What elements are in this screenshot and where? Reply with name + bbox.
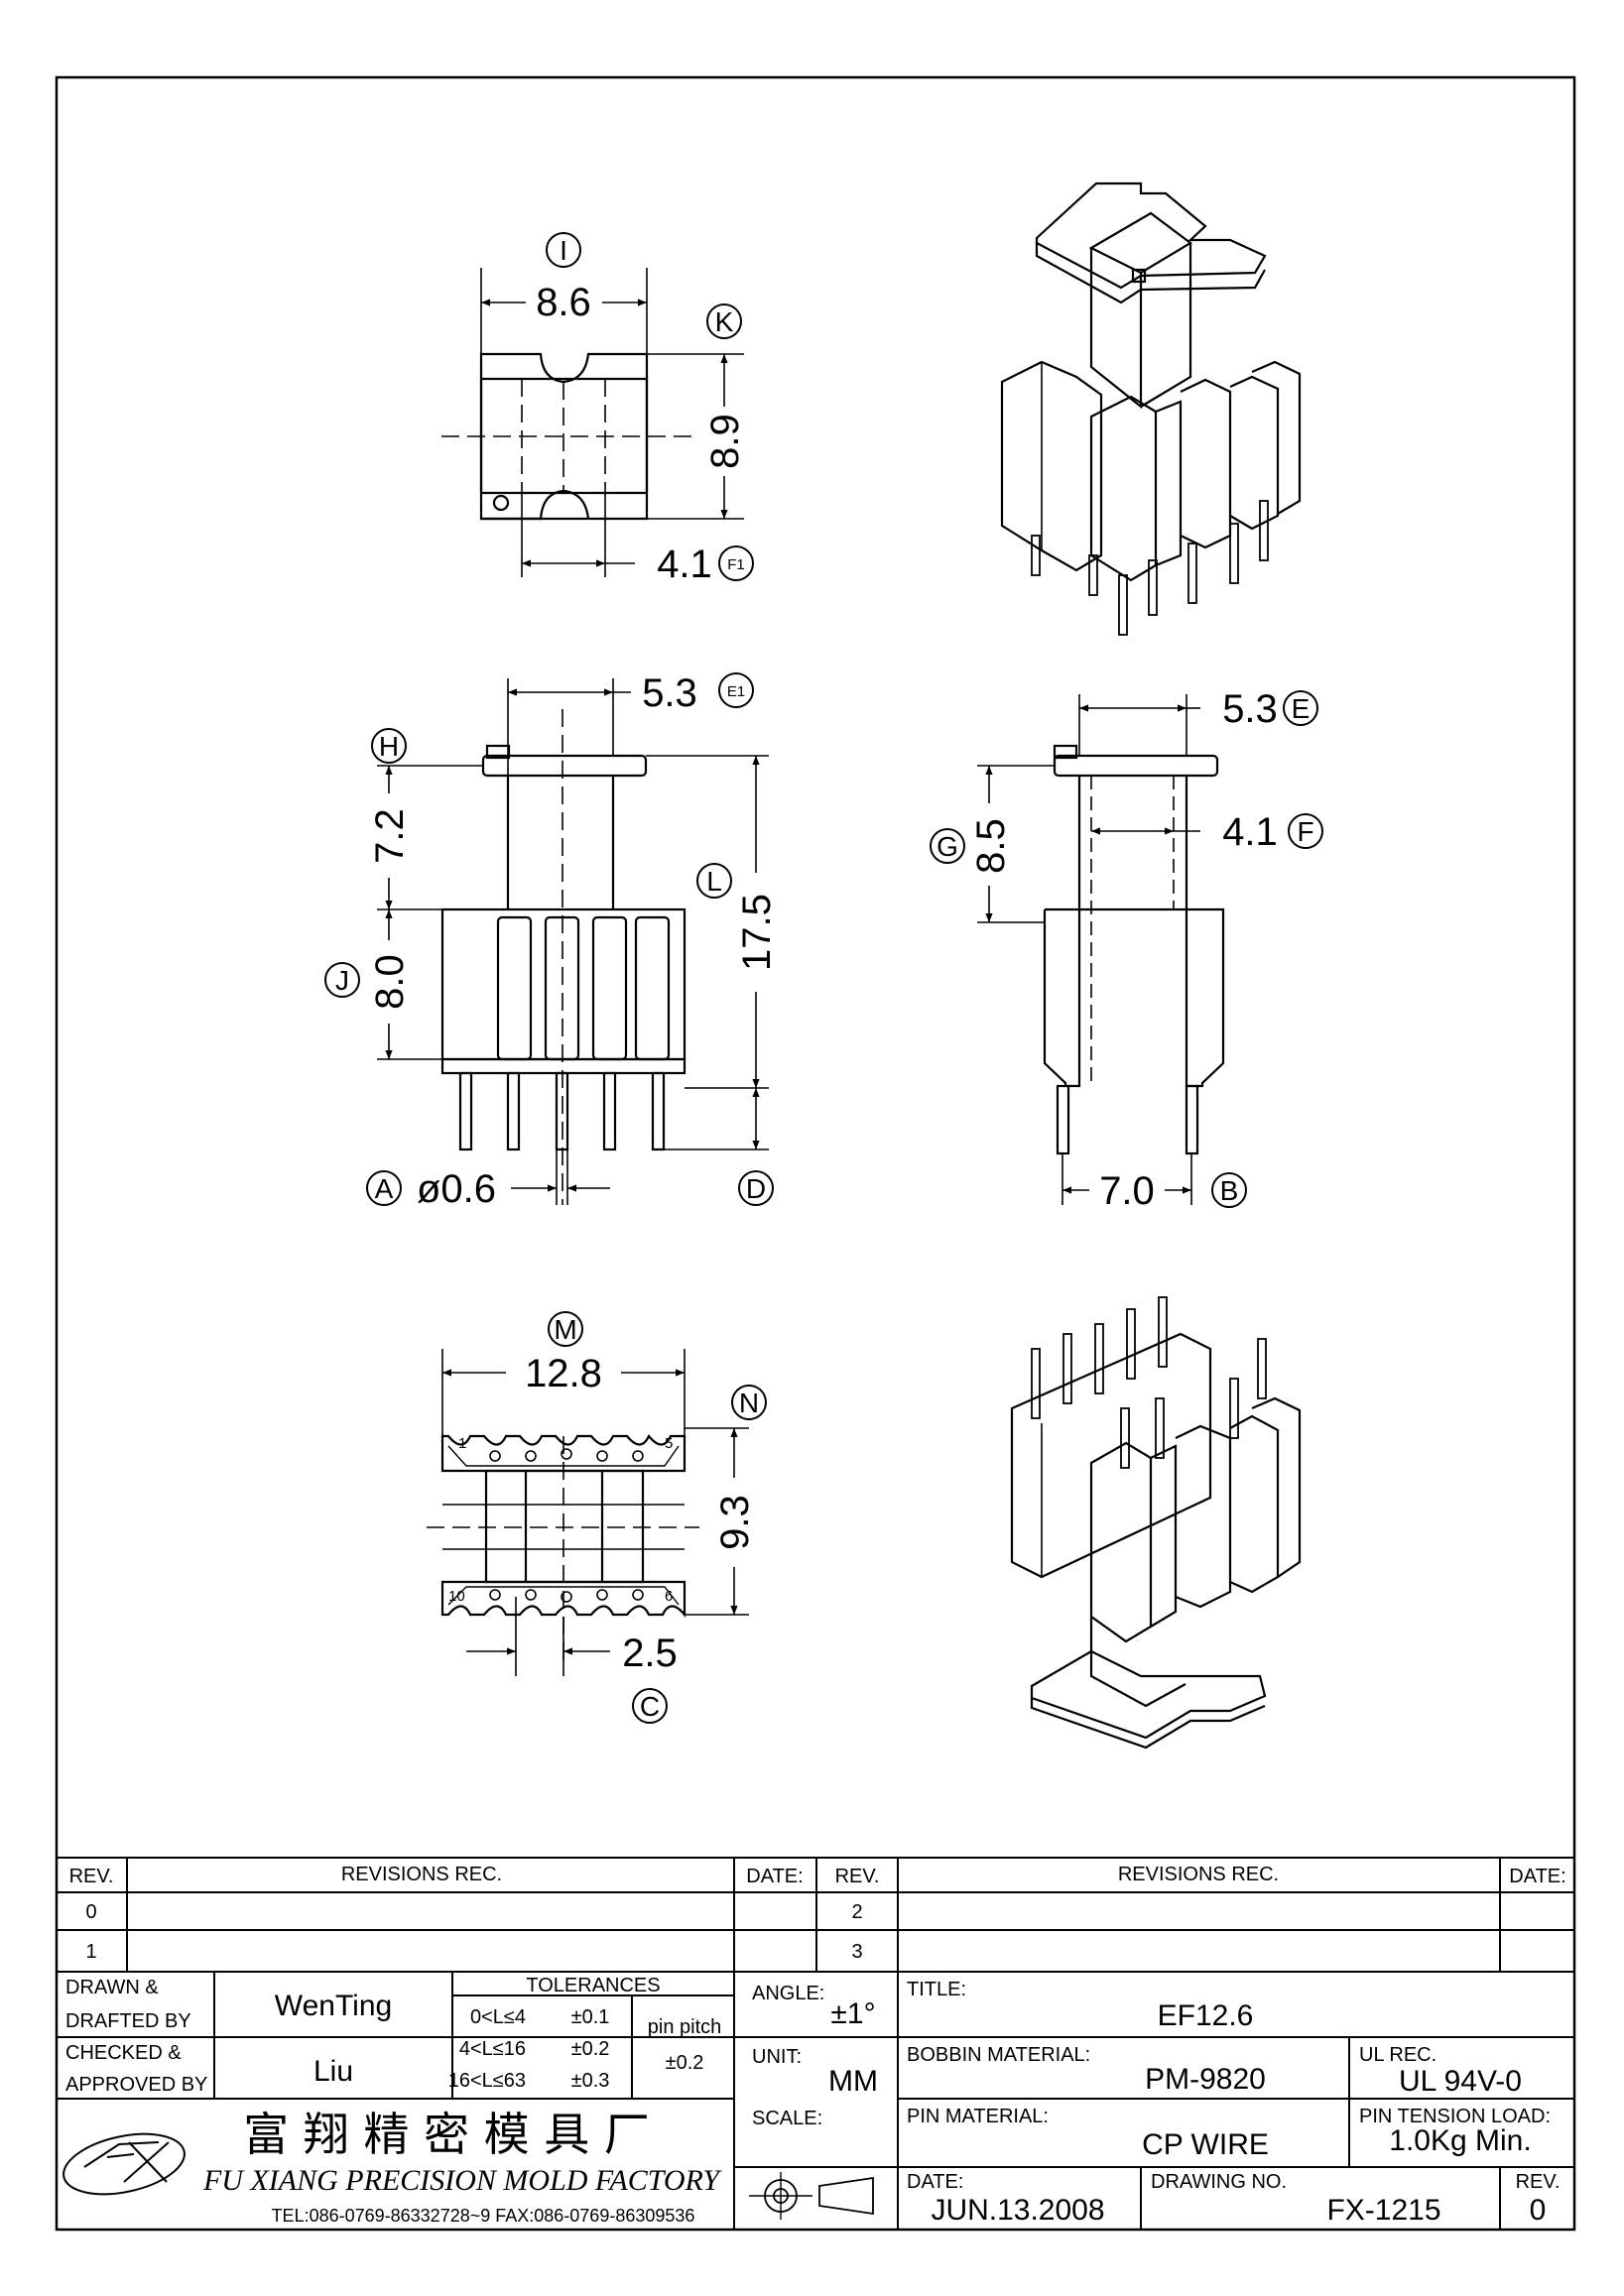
tol-value-2: ±0.3 bbox=[571, 2070, 610, 2092]
bottom-view bbox=[427, 1311, 767, 1724]
drawn-label-2: DRAFTED BY bbox=[65, 2010, 191, 2032]
drawn-value: WenTing bbox=[275, 1990, 392, 2022]
pin-pitch-value: ±0.2 bbox=[666, 2052, 704, 2074]
angle-label: ANGLE: bbox=[752, 1983, 824, 2004]
fx-logo bbox=[62, 2132, 186, 2196]
dim-value-N: 9.3 bbox=[713, 1495, 757, 1550]
dim-value-I: 8.6 bbox=[536, 281, 591, 324]
isometric-view-bottom bbox=[1010, 1296, 1302, 1750]
date-value: JUN.13.2008 bbox=[931, 2194, 1104, 2227]
dim-value-H: 7.2 bbox=[368, 808, 412, 864]
drawing-no-value: FX-1215 bbox=[1326, 2194, 1440, 2227]
checked-label-1: CHECKED & bbox=[65, 2042, 182, 2064]
drawing-no-label: DRAWING NO. bbox=[1151, 2171, 1287, 2193]
tol-range-1: 4<L≤16 bbox=[459, 2038, 526, 2060]
rev-row-1: 1 bbox=[85, 1941, 96, 1963]
isometric-view-top bbox=[1000, 181, 1302, 636]
dim-letter-H: H bbox=[379, 731, 399, 762]
dim-letter-K: K bbox=[715, 306, 734, 337]
ul-label: UL REC. bbox=[1359, 2044, 1437, 2066]
tol-value-1: ±0.2 bbox=[571, 2038, 610, 2060]
front-view bbox=[324, 672, 774, 1206]
dim-value-F1: 4.1 bbox=[657, 543, 712, 586]
dim-letter-C: C bbox=[640, 1691, 660, 1722]
dim-value-K: 8.9 bbox=[703, 414, 747, 469]
dim-letter-L: L bbox=[706, 866, 722, 897]
tol-value-0: ±0.1 bbox=[571, 2006, 610, 2028]
bobbin-label: BOBBIN MATERIAL: bbox=[907, 2044, 1090, 2066]
pin-label-1: 1 bbox=[458, 1435, 466, 1452]
side-view bbox=[930, 690, 1323, 1208]
pin-material-value: CP WIRE bbox=[1142, 2128, 1269, 2161]
title-value: EF12.6 bbox=[1158, 1999, 1254, 2032]
date-head-right: DATE: bbox=[1509, 1866, 1565, 1887]
unit-label: UNIT: bbox=[752, 2046, 802, 2068]
dim-value-L: 17.5 bbox=[735, 894, 779, 971]
dim-letter-G: G bbox=[937, 831, 958, 862]
tension-value: 1.0Kg Min. bbox=[1389, 2124, 1531, 2157]
unit-value: MM bbox=[828, 2065, 878, 2098]
pin-label-6: 6 bbox=[665, 1588, 673, 1605]
rev-head-left: REV. bbox=[69, 1866, 114, 1887]
dim-letter-D: D bbox=[746, 1173, 766, 1204]
pin-pitch-label: pin pitch bbox=[648, 2016, 722, 2038]
dim-letter-E1: E1 bbox=[727, 683, 745, 700]
angle-value: ±1° bbox=[830, 1997, 875, 2030]
rev-head-right: REV. bbox=[835, 1866, 880, 1887]
top-view bbox=[441, 232, 754, 581]
dim-letter-A: A bbox=[375, 1173, 394, 1204]
revisions-head-left: REVISIONS REC. bbox=[341, 1864, 502, 1885]
drawing-border bbox=[55, 75, 1576, 2232]
pin-label-5: 5 bbox=[665, 1435, 673, 1452]
ul-value: UL 94V-0 bbox=[1399, 2065, 1522, 2098]
checked-value: Liu bbox=[313, 2055, 353, 2088]
date-label: DATE: bbox=[907, 2171, 963, 2193]
dim-letter-F1: F1 bbox=[727, 556, 745, 573]
company-name-cn: 富 翔 精 密 模 具 厂 bbox=[243, 2108, 650, 2161]
tol-range-0: 0<L≤4 bbox=[470, 2006, 526, 2028]
drawn-label-1: DRAWN & bbox=[65, 1977, 159, 1998]
title-label: TITLE: bbox=[907, 1979, 966, 2000]
company-contact: TEL:086-0769-86332728~9 FAX:086-0769-863… bbox=[272, 2206, 695, 2226]
pin-label-10: 10 bbox=[448, 1588, 465, 1605]
dim-value-A: ø0.6 bbox=[417, 1167, 496, 1211]
revisions-head-right: REVISIONS REC. bbox=[1118, 1864, 1279, 1885]
rev-value: 0 bbox=[1530, 2194, 1547, 2227]
dim-value-E: 5.3 bbox=[1222, 687, 1278, 731]
tolerances-head: TOLERANCES bbox=[526, 1975, 660, 1996]
dim-value-E1: 5.3 bbox=[642, 671, 697, 715]
dim-value-B: 7.0 bbox=[1099, 1169, 1155, 1213]
dim-letter-J: J bbox=[335, 965, 349, 996]
dim-letter-M: M bbox=[554, 1314, 576, 1345]
dim-value-G: 8.5 bbox=[969, 818, 1013, 874]
pin-material-label: PIN MATERIAL: bbox=[907, 2106, 1049, 2127]
dim-value-C: 2.5 bbox=[622, 1631, 678, 1675]
rev-row-2: 2 bbox=[851, 1901, 862, 1923]
rev-row-3: 3 bbox=[851, 1941, 862, 1963]
dim-letter-I: I bbox=[560, 235, 567, 266]
tol-range-2: 16<L≤63 bbox=[448, 2070, 526, 2092]
tension-label: PIN TENSION LOAD: bbox=[1359, 2106, 1551, 2127]
company-name-en: FU XIANG PRECISION MOLD FACTORY bbox=[202, 2164, 722, 2197]
rev-row-0: 0 bbox=[85, 1901, 96, 1923]
dim-letter-F: F bbox=[1297, 816, 1313, 847]
title-block-grid bbox=[57, 1857, 1574, 2230]
dim-value-F: 4.1 bbox=[1222, 810, 1278, 854]
dim-letter-B: B bbox=[1220, 1175, 1239, 1206]
dim-value-M: 12.8 bbox=[525, 1352, 602, 1395]
dim-value-J: 8.0 bbox=[368, 954, 412, 1010]
scale-label: SCALE: bbox=[752, 2108, 822, 2129]
bobbin-value: PM-9820 bbox=[1145, 2063, 1266, 2096]
rev-label: REV. bbox=[1516, 2171, 1561, 2193]
date-head-left: DATE: bbox=[746, 1866, 803, 1887]
dim-letter-N: N bbox=[739, 1388, 759, 1418]
checked-label-2: APPROVED BY bbox=[65, 2074, 207, 2096]
dim-letter-E: E bbox=[1292, 693, 1311, 724]
